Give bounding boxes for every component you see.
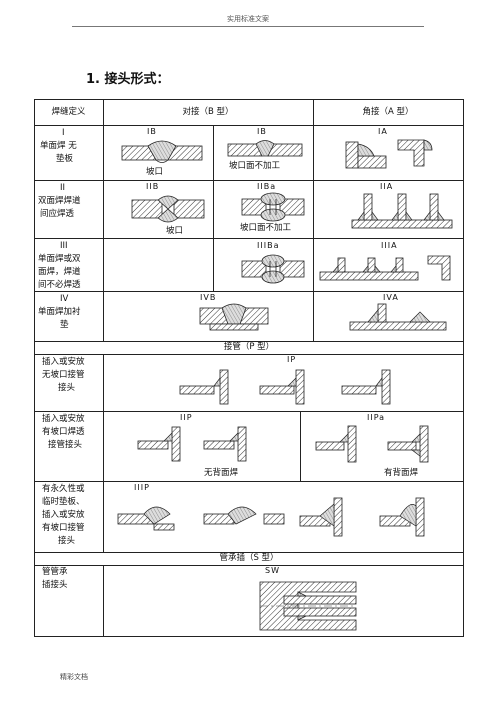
figure-IIIP [117,497,425,537]
pipe-section-title: 接管（P 型） [223,342,275,352]
label-IIIA: IIIA [381,241,398,250]
col-divider [103,99,104,341]
col-divider [103,565,104,637]
p1-definition: 插入或安放 无坡口接管 接头 [42,357,85,393]
col-divider [313,99,314,341]
row-divider [34,341,464,342]
col-divider [300,411,301,481]
label-IIP: IIP [180,413,193,422]
caption-no-back-weld: 无背面焊 [204,468,239,478]
label-IB: IB [147,127,157,136]
caption-unmachined: 坡口面不加工 [229,161,281,171]
figure-SW [259,581,357,631]
socket-section-title: 管承插（S 型） [219,553,279,563]
figure-IP [179,369,391,405]
label-IP: IP [287,355,297,364]
row-divider [34,238,464,239]
figure-IIPa [315,425,429,463]
row4-definition: IV 单面焊加衬 垫 [38,294,81,330]
row-divider [34,411,464,412]
col-divider [103,354,104,552]
figure-IIB [131,195,205,223]
row-divider [34,291,464,292]
page-footer: 精彩文档 [60,673,88,681]
figure-IIIA [319,255,451,281]
row-divider [34,552,464,553]
row-divider [34,354,464,355]
figure-IIP [137,426,247,462]
row-divider [34,481,464,482]
row2-definition: II 双面焊焊道 间应焊透 [38,183,81,219]
label-SW: SW [265,566,280,575]
p2-definition: 插入或安放 有坡口焊透 接管接头 [42,414,85,450]
label-IIIP: IIIP [134,483,150,492]
col-header-definition: 焊缝定义 [51,107,86,117]
label-IIA: IIA [380,182,394,191]
figure-IIBa [241,192,305,222]
row3-definition: III 单面焊或双 面焊，焊道 间不必焊透 [38,241,81,290]
table-border-top [34,99,464,100]
section-heading: 1. 接头形式： [86,72,170,87]
figure-IVA [349,303,447,331]
table-border-left [34,99,35,637]
label-IIPa: IIPa [367,413,386,422]
socket-definition: 管管承 插接头 [42,567,68,590]
caption-unmachined-2: 坡口面不加工 [240,223,292,233]
col-header-corner: 角接（A 型） [362,107,414,117]
label-IVA: IVA [383,293,399,302]
figure-IVB [199,303,269,331]
figure-IIA [351,193,453,229]
caption-groove-2: 坡口 [166,226,184,236]
label-IIB: IIB [146,182,160,191]
label-IVB: IVB [200,293,217,302]
figure-IB-square [227,140,303,157]
caption-groove: 坡口 [146,167,164,177]
row1-definition: I 单面焊 无 垫板 [40,128,77,164]
figure-IA [345,139,433,169]
label-IIBa: IIBa [257,182,277,191]
label-IA: IA [378,127,388,136]
p3-definition: 有永久性或 临时垫板、 插入或安放 有坡口接管 接头 [42,484,85,546]
caption-back-weld: 有背面焊 [384,468,419,478]
row-divider [34,180,464,181]
col-header-butt: 对接（B 型） [182,107,234,117]
col-divider [213,125,214,291]
page-header: 实用标准文案 [227,15,269,23]
header-rule [72,26,424,27]
row-divider [34,125,464,126]
figure-IIIBa [241,254,305,284]
label-IIIBa: IIIBa [257,241,280,250]
row-divider [34,565,464,566]
figure-IB-groove [121,140,203,163]
table-border-bottom [34,636,464,637]
label-IB-2: IB [257,127,267,136]
table-border-right [463,99,464,637]
